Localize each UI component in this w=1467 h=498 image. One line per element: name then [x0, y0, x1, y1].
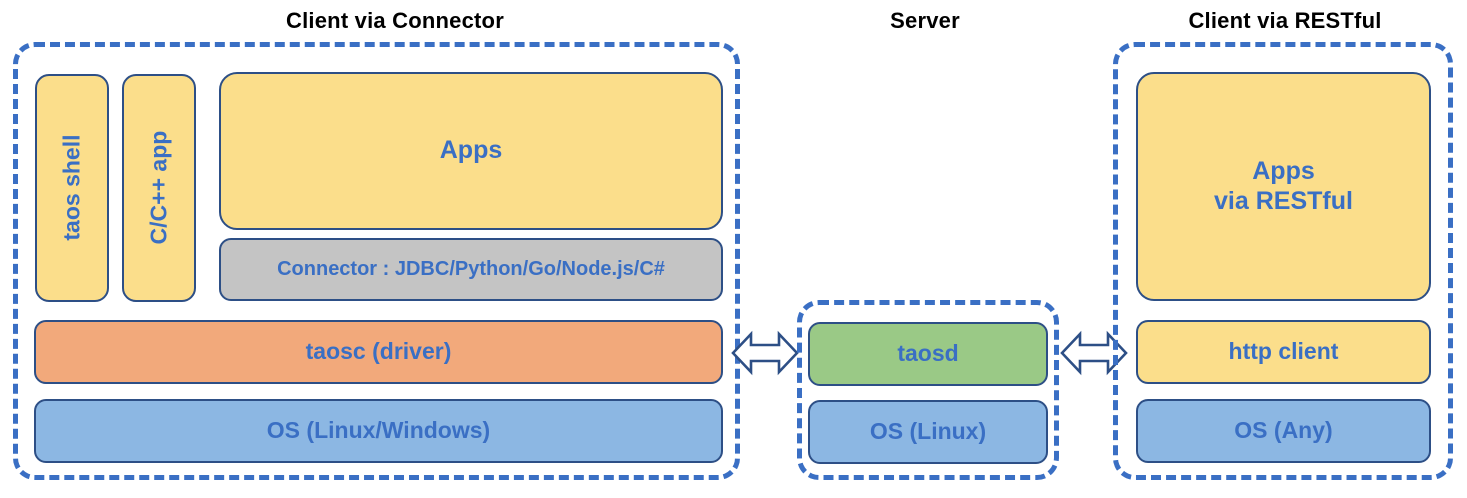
box-taos-shell[interactable]: taos shell	[35, 74, 109, 302]
box-taosd-label: taosd	[897, 340, 959, 367]
double-headed-arrow-icon-left	[731, 325, 799, 381]
section-title-client-restful: Client via RESTful	[1188, 8, 1382, 33]
box-os-client-connector-label: OS (Linux/Windows)	[266, 417, 491, 444]
box-connector[interactable]: Connector : JDBC/Python/Go/Node.js/C#	[219, 238, 723, 301]
section-title-client-connector: Client via Connector	[286, 8, 504, 33]
box-connector-label: Connector : JDBC/Python/Go/Node.js/C#	[277, 257, 665, 280]
box-c-cpp-app[interactable]: C/C++ app	[122, 74, 196, 302]
section-title-server: Server	[890, 8, 960, 33]
box-c-cpp-app-label: C/C++ app	[145, 131, 172, 245]
group-frame-server	[797, 300, 1059, 480]
box-apps-via-restful[interactable]: Apps via RESTful	[1136, 72, 1431, 301]
box-os-client-connector[interactable]: OS (Linux/Windows)	[34, 399, 723, 463]
box-taos-shell-label: taos shell	[58, 134, 85, 242]
group-frame-client-restful	[1113, 42, 1453, 480]
box-taosc-driver[interactable]: taosc (driver)	[34, 320, 723, 384]
box-taosc-driver-label: taosc (driver)	[305, 338, 452, 365]
box-apps-label: Apps	[439, 136, 503, 165]
box-taosd[interactable]: taosd	[808, 322, 1048, 386]
box-http-client-label: http client	[1228, 338, 1339, 365]
box-http-client[interactable]: http client	[1136, 320, 1431, 384]
box-apps[interactable]: Apps	[219, 72, 723, 230]
group-frame-client-connector	[13, 42, 740, 480]
box-apps-via-restful-line1: Apps	[1252, 157, 1315, 185]
double-headed-arrow-icon-right	[1060, 325, 1128, 381]
box-os-any[interactable]: OS (Any)	[1136, 399, 1431, 463]
box-os-server-label: OS (Linux)	[869, 418, 987, 445]
box-os-server[interactable]: OS (Linux)	[808, 400, 1048, 464]
box-os-any-label: OS (Any)	[1234, 417, 1333, 444]
box-apps-via-restful-line2: via RESTful	[1214, 186, 1353, 215]
